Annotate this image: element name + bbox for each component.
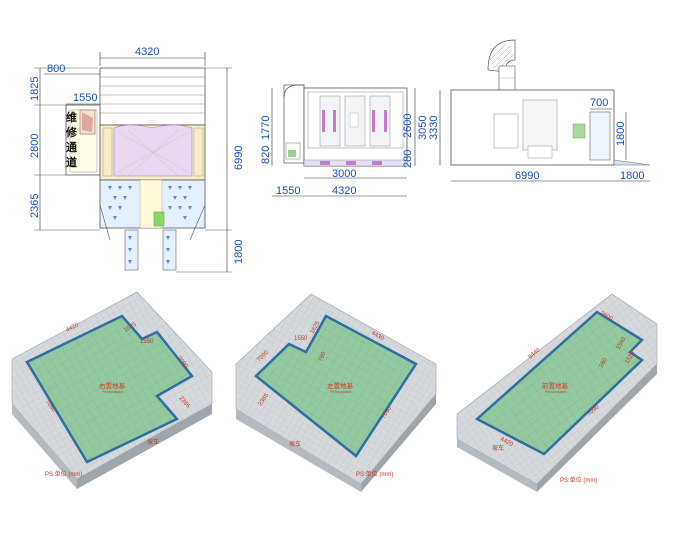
dim-1800-end-h: 1800 [620,170,644,182]
r3-pit-label: 前置地基 [542,381,569,390]
dim-3000: 3000 [332,168,356,180]
dim-3330: 3330 [428,116,440,140]
dim-1550-side: 1550 [276,185,300,197]
dim-1550: 1550 [73,92,97,104]
r3-ps-note: PS:单位 (mm) [560,476,597,484]
r1-ps-note: PS:单位 (mm) [45,470,82,478]
dim-280: 280 [402,150,414,168]
r1-pit-label: 右置地基 [99,381,126,390]
dim-3050: 3050 [417,116,429,140]
dim-1825: 1825 [29,77,41,101]
r2-ps-note: PS:单位 (mm) [356,470,393,478]
render-panel-right-pit: 4420 1625 1550 7090 2365 7090 右置地基 Pit f… [7,284,216,494]
aisle-char-2: 修 [65,125,78,139]
dim-820: 820 [260,146,272,164]
r3-ramp-label: 坡车 [492,444,504,452]
dim-4320-top: 4320 [135,46,159,58]
cad-drawing: 4320 维 修 通 道 [29,39,651,273]
r3-dim-mid: 280 [599,357,610,369]
dim-1800-front: 1800 [233,240,245,264]
front-view: 4320 维 修 通 道 [29,46,245,273]
dim-2800: 2800 [29,134,41,158]
render-panel-left-pit: 7090 1550 1625 4430 2365 7090 780 左置地基 P… [231,284,440,494]
dim-700: 700 [590,97,608,109]
r2-dim-d: 4430 [370,330,385,342]
end-view: 3330 700 1800 6990 1800 [428,39,651,182]
r2-dim-mid: 780 [318,351,327,363]
side-view: 1770 820 2600 280 3050 3000 1550 4320 [260,84,429,197]
r2-dim-b: 1550 [294,336,308,342]
dim-2600: 2600 [402,114,414,138]
dim-4320-side: 4320 [332,185,356,197]
r3-dim-e: 4420 [499,436,514,448]
r1-ramp-label: 坡车 [147,438,159,446]
r2-pit-label: 左置地基 [327,381,354,390]
dim-2365: 2365 [29,194,41,218]
r1-dim-a: 4420 [65,322,80,334]
dim-6990-end: 6990 [515,170,539,182]
dim-1770: 1770 [260,116,272,140]
aisle-char-3: 通 [66,141,77,154]
r2-pit-label-en: Pit foundation [330,390,351,394]
r1-pit-label-en: Pit foundation [102,390,123,394]
dim-800: 800 [47,63,65,75]
render-panel-front-pit: 2600 8440 1540 1520 4420 7090 280 前置地基 P… [452,284,661,494]
dim-6990: 6990 [233,146,245,170]
aisle-char-4: 道 [66,155,77,169]
r2-ramp-label: 坡车 [289,440,301,448]
dim-1800-end-v: 1800 [615,122,627,146]
r3-pit-label-en: Pit foundation [545,390,566,394]
r1-dim-c: 1550 [140,339,154,345]
aisle-char-1: 维 [66,110,77,124]
